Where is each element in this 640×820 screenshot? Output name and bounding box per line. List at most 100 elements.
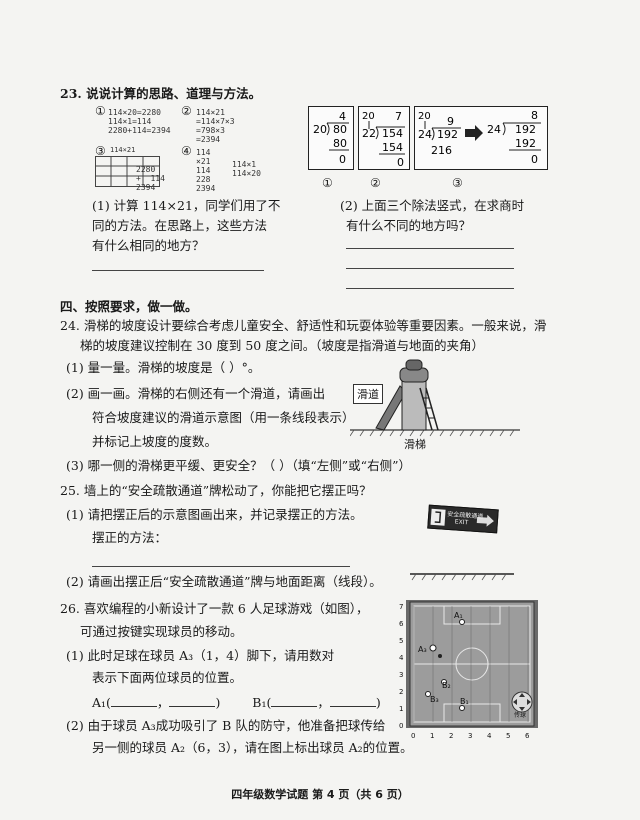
label-slide-chute: 滑道 xyxy=(353,384,383,404)
method-3-sum: 2280 + 114 2394 xyxy=(136,165,165,192)
svg-text:7: 7 xyxy=(399,603,403,611)
q24-part2-line2: 符合坡度建议的滑道示意图（用一条线段表示） xyxy=(92,410,355,425)
q23-part2-line2: 有什么不同的地方吗？ xyxy=(346,218,472,233)
section-4-title: 四、按照要求，做一做。 xyxy=(60,299,198,314)
svg-text:5: 5 xyxy=(399,637,403,645)
q23-part1-line2: 同的方法。在思路上，这些方法 xyxy=(92,218,268,233)
method-3-header: 114×21 xyxy=(110,146,136,154)
svg-text:5: 5 xyxy=(506,732,510,740)
method-label-3: ③ xyxy=(95,144,106,158)
player-label: B₂ xyxy=(442,681,451,690)
method-4-note: 114×1 114×20 xyxy=(232,160,261,178)
svg-text:20: 20 xyxy=(313,123,327,136)
exit-sign: 安全疏散通道 EXIT xyxy=(427,504,499,534)
q23-part2-line1: (2) 上面三个除法竖式，在求商时 xyxy=(340,198,525,213)
player-label: A₁ xyxy=(454,611,463,620)
q24-part1: (1) 量一量。滑梯的坡度是（ ）°。 xyxy=(66,360,261,375)
q26-line1: 26. 喜欢编程的小新设计了一款 6 人足球游戏（如图）， xyxy=(60,601,369,616)
q26-answer-row: A₁(，) B₁(，) xyxy=(92,694,381,710)
q26-part2-line2: 另一侧的球员 A₂（6，3），请在图上标出球员 A₂的位置。 xyxy=(92,740,413,755)
q25-part2: (2) 请画出摆正后“安全疏散通道”牌与地面距离（线段）。 xyxy=(66,574,382,589)
svg-text:2: 2 xyxy=(399,688,403,696)
svg-text:7: 7 xyxy=(395,110,402,123)
soccer-field[interactable]: A₁ A₃ B₂ B₃ B₁ 传球 7 6 5 4 3 2 1 0 0 1 2 … xyxy=(396,596,546,746)
dpad-icon[interactable] xyxy=(511,691,533,713)
division-label-1: ① xyxy=(322,176,333,190)
page-footer: 四年级数学试题 第 4 页（共 6 页） xyxy=(231,788,409,801)
svg-text:154: 154 xyxy=(382,127,403,140)
svg-text:192: 192 xyxy=(437,128,458,141)
svg-text:0: 0 xyxy=(397,156,404,169)
svg-text:6: 6 xyxy=(399,620,404,628)
q23-part1-line1: (1) 计算 114×21，同学们用了不 xyxy=(92,198,281,213)
svg-text:20: 20 xyxy=(418,111,431,122)
svg-text:4: 4 xyxy=(399,654,404,662)
player-label: B₃ xyxy=(430,695,439,704)
method-2-work: 114×21 =114×7×3 =798×3 =2394 xyxy=(196,108,235,144)
method-label-1: ① xyxy=(95,104,106,118)
q23-answer-line[interactable] xyxy=(92,270,264,271)
player-label: B₁ xyxy=(460,697,469,706)
svg-text:192: 192 xyxy=(515,137,536,150)
q24-line2: 梯的坡度建议控制在 30 度到 50 度之间。（坡度是指滑道与地面的夹角） xyxy=(80,338,484,353)
q25-method-label: 摆正的方法： xyxy=(92,530,168,545)
player-label: A₃ xyxy=(418,645,427,654)
svg-text:20: 20 xyxy=(362,111,375,122)
a1-x-blank[interactable] xyxy=(110,694,157,707)
exit-sign-exit: EXIT xyxy=(454,518,469,527)
b1-x-blank[interactable] xyxy=(271,694,318,707)
floor-line xyxy=(410,573,514,581)
method-label-2: ② xyxy=(181,104,192,118)
q24-part2-line3: 并标记上坡度的度数。 xyxy=(92,434,218,449)
division-box-2: 20 7 22 154 154 0 xyxy=(358,106,410,170)
q24-part3: (3) 哪一侧的滑梯更平缓、更安全？（ ）（填“左侧”或“右侧”） xyxy=(66,458,411,473)
division-box-1: 4 20 80 80 0 xyxy=(308,106,354,170)
b1-y-blank[interactable] xyxy=(329,694,376,707)
svg-text:3: 3 xyxy=(399,671,403,679)
q26-part1-line2: 表示下面两位球员的位置。 xyxy=(92,670,243,685)
q23-title: 23. 说说计算的思路、道理与方法。 xyxy=(60,86,262,101)
svg-text:4: 4 xyxy=(339,110,346,123)
division-label-2: ② xyxy=(370,176,381,190)
svg-text:6: 6 xyxy=(525,732,530,740)
q25-line1: 25. 墙上的“安全疏散通道”牌松动了，你能把它摆正吗？ xyxy=(60,483,372,498)
svg-text:0: 0 xyxy=(339,153,346,166)
q26-part2-line1: (2) 由于球员 A₃成功吸引了 B 队的防守，他准备把球传给 xyxy=(66,718,386,733)
method-1-work: 114×20=2280 114×1=114 2280+114=2394 xyxy=(108,108,171,135)
svg-text:1: 1 xyxy=(399,705,403,713)
q24-line1: 24. 滑梯的坡度设计要综合考虑儿童安全、舒适性和玩耍体验等重要因素。一般来说，… xyxy=(60,318,547,333)
svg-text:154: 154 xyxy=(382,141,403,154)
svg-text:4: 4 xyxy=(487,732,492,740)
svg-text:0: 0 xyxy=(411,732,415,740)
q23-part1-line3: 有什么相同的地方？ xyxy=(92,238,205,253)
method-3-grid xyxy=(95,156,160,187)
svg-text:22: 22 xyxy=(362,127,376,140)
svg-text:1: 1 xyxy=(430,732,434,740)
svg-text:3: 3 xyxy=(468,732,472,740)
svg-text:192: 192 xyxy=(515,123,536,136)
q24-part2-line1: (2) 画一画。滑梯的右侧还有一个滑道，请画出 xyxy=(66,386,326,401)
svg-text:2: 2 xyxy=(449,732,453,740)
svg-text:0: 0 xyxy=(531,153,538,166)
svg-text:80: 80 xyxy=(333,123,347,136)
division-label-3: ③ xyxy=(452,176,463,190)
division-box-3: 20 9 24 192 216 8 24 192 192 0 xyxy=(414,106,548,170)
q23-answer-line[interactable] xyxy=(346,248,514,249)
method-label-4: ④ xyxy=(181,144,192,158)
label-slide: 滑梯 xyxy=(404,438,426,451)
q23-answer-line[interactable] xyxy=(346,288,514,289)
q25-method-answer-line[interactable] xyxy=(92,566,350,567)
svg-text:24: 24 xyxy=(487,123,501,136)
svg-text:9: 9 xyxy=(447,115,454,128)
svg-text:0: 0 xyxy=(399,722,403,730)
q23-answer-line[interactable] xyxy=(346,268,514,269)
svg-text:8: 8 xyxy=(531,109,538,122)
a1-y-blank[interactable] xyxy=(169,694,216,707)
q26-part1-line1: (1) 此时足球在球员 A₃（1，4）脚下，请用数对 xyxy=(66,648,335,663)
method-4-work: 114 ×21 114 228 2394 xyxy=(196,148,216,193)
svg-text:24: 24 xyxy=(418,128,432,141)
q25-part1: (1) 请把摆正后的示意图画出来，并记录摆正的方法。 xyxy=(66,507,363,522)
pass-button-label[interactable]: 传球 xyxy=(514,711,526,719)
q26-line2: 可通过按键实现球员的移动。 xyxy=(80,624,243,639)
svg-text:80: 80 xyxy=(333,137,347,150)
